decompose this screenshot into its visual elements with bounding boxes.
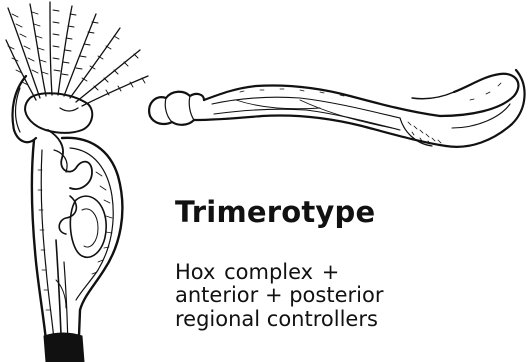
diagram-title: Trimerotype: [175, 198, 375, 227]
tentacled-organism-drawing: [6, 2, 148, 362]
caption-line-1: Hox complex +: [175, 262, 339, 283]
tentacle-crown: [6, 2, 148, 106]
caption-line-3: regional controllers: [175, 309, 378, 330]
caption-line-2: anterior + posterior: [175, 285, 383, 306]
elongated-worm-drawing: [149, 70, 524, 147]
